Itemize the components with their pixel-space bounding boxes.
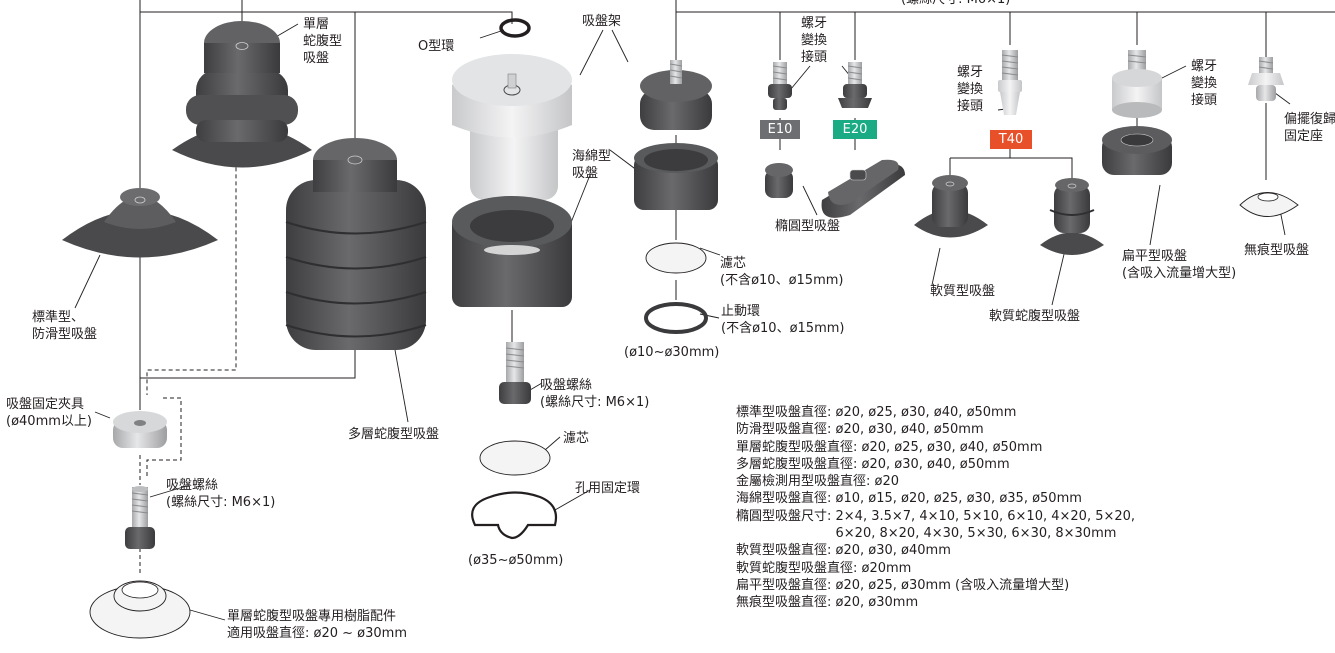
e10-adapter-drawing bbox=[768, 62, 792, 110]
e20-adapter-drawing bbox=[838, 62, 872, 108]
stop-ring-drawing bbox=[644, 302, 708, 334]
stop-ring-label: 止動環 (不含ø10、ø15mm) bbox=[721, 304, 845, 336]
spec-name: 軟質型吸盤直徑: bbox=[736, 543, 832, 559]
spec-row: 防滑型吸盤直徑: ø20, ø30, ø40, ø50mm bbox=[736, 421, 1135, 438]
holder-label: 吸盤架 bbox=[582, 14, 622, 29]
thread-adapter-t40-label: 螺牙 變換 接頭 bbox=[957, 65, 984, 114]
spec-row: 金屬檢測用型吸盤直徑: ø20 bbox=[736, 473, 1135, 490]
mid-screw-label: 吸盤螺絲 (螺絲尺寸: M6×1) bbox=[540, 378, 650, 410]
single-bellows-cup-label: 單層 蛇腹型 吸盤 bbox=[303, 17, 343, 66]
thread-adapter-flat-label: 螺牙 變換 接頭 bbox=[1191, 59, 1218, 108]
spec-value: ø20, ø30, ø40, ø50mm bbox=[831, 422, 984, 438]
swing-mount-drawing bbox=[1248, 57, 1284, 101]
thread-adapter-e-label: 螺牙 變換 接頭 bbox=[801, 16, 828, 65]
small-holder-drawing bbox=[640, 60, 712, 130]
sponge-cup-label: 海綿型 吸盤 bbox=[572, 149, 612, 181]
clamp-label: 吸盤固定夾具 (ø40mm以上) bbox=[6, 397, 92, 429]
flat-cup-drawing bbox=[1102, 126, 1172, 175]
spec-name: 軟質蛇腹型吸盤直徑: bbox=[736, 560, 858, 576]
snap-ring-label: 孔用固定環 bbox=[575, 481, 641, 496]
spec-name: 防滑型吸盤直徑: bbox=[736, 422, 832, 438]
spec-value: ø10, ø15, ø20, ø25, ø30, ø35, ø50mm bbox=[831, 491, 1082, 507]
spec-value: ø20, ø25, ø30mm (含吸入流量增大型) bbox=[831, 577, 1070, 593]
spec-row: 標準型吸盤直徑: ø20, ø25, ø30, ø40, ø50mm bbox=[736, 404, 1135, 421]
snap-ring-drawing bbox=[471, 491, 558, 540]
filter2-drawing bbox=[479, 440, 551, 476]
filter2-label: 濾芯 bbox=[563, 431, 590, 446]
spec-value: ø20, ø30mm bbox=[831, 595, 919, 611]
single-bellows-cup-drawing bbox=[172, 21, 312, 168]
spec-value: ø20 bbox=[870, 474, 900, 490]
spec-value: ø20, ø30, ø40mm bbox=[831, 543, 951, 559]
soft-cup-label: 軟質型吸盤 bbox=[930, 284, 996, 299]
spec-value: ø20, ø25, ø30, ø40, ø50mm bbox=[857, 439, 1043, 455]
spec-row: 軟質蛇腹型吸盤直徑: ø20mm bbox=[736, 560, 1135, 577]
spec-row: 軟質型吸盤直徑: ø20, ø30, ø40mm bbox=[736, 542, 1135, 559]
spec-row: 扁平型吸盤直徑: ø20, ø25, ø30mm (含吸入流量增大型) bbox=[736, 577, 1135, 594]
spec-value: ø20, ø25, ø30, ø40, ø50mm bbox=[831, 405, 1017, 420]
multi-bellows-cup-drawing bbox=[285, 138, 427, 350]
small-sponge-drawing bbox=[634, 143, 718, 210]
spec-name: 橢圓型吸盤尺寸: bbox=[736, 508, 832, 524]
spec-name: 多層蛇腹型吸盤直徑: bbox=[736, 456, 858, 472]
no-scar-cup-drawing bbox=[1239, 192, 1299, 217]
filter1-drawing bbox=[645, 242, 707, 274]
resin-accessory-drawing bbox=[89, 580, 191, 639]
spec-row: 無痕型吸盤直徑: ø20, ø30mm bbox=[736, 594, 1135, 611]
flat-adapter-drawing bbox=[1112, 50, 1162, 118]
spec-name: 扁平型吸盤直徑: bbox=[736, 577, 832, 593]
oval-cup-label: 橢圓型吸盤 bbox=[775, 219, 841, 234]
multi-bellows-cup-label: 多層蛇腹型吸盤 bbox=[348, 427, 440, 442]
spec-row: 橢圓型吸盤尺寸: 2×4, 3.5×7, 4×10, 5×10, 6×10, 4… bbox=[736, 508, 1135, 543]
top-screw-size-label: (螺絲尺寸: M6×1) bbox=[901, 0, 1010, 8]
spec-name: 標準型吸盤直徑: bbox=[736, 405, 832, 420]
t40-adapter-drawing bbox=[998, 50, 1022, 115]
soft-bellows-cup-drawing bbox=[1040, 178, 1104, 255]
clamp-drawing bbox=[113, 411, 167, 448]
spec-name: 金屬檢測用型吸盤直徑: bbox=[736, 474, 871, 490]
spec-value: ø20mm bbox=[857, 560, 912, 576]
o-ring-label: O型環 bbox=[418, 39, 455, 54]
standard-cup-drawing bbox=[62, 188, 218, 258]
spec-name: 無痕型吸盤直徑: bbox=[736, 595, 832, 611]
filter1-label: 濾芯 (不含ø10、ø15mm) bbox=[720, 256, 844, 288]
ring-size-label: (ø10~ø30mm) bbox=[624, 345, 720, 360]
tag-e20: E20 bbox=[833, 120, 877, 139]
spec-value: 2×4, 3.5×7, 4×10, 5×10, 6×10, 4×20, 5×20… bbox=[835, 508, 1136, 542]
soft-bellows-cup-label: 軟質蛇腹型吸盤 bbox=[989, 309, 1081, 324]
oval-large-drawing bbox=[821, 159, 905, 218]
mid-screw-drawing bbox=[499, 342, 531, 404]
spec-row: 多層蛇腹型吸盤直徑: ø20, ø30, ø40, ø50mm bbox=[736, 456, 1135, 473]
spec-row: 海綿型吸盤直徑: ø10, ø15, ø20, ø25, ø30, ø35, ø… bbox=[736, 490, 1135, 507]
swing-mount-label: 偏擺復歸 固定座 bbox=[1284, 112, 1335, 144]
standard-cup-label: 標準型、 防滑型吸盤 bbox=[32, 310, 98, 342]
spec-value: ø20, ø30, ø40, ø50mm bbox=[857, 456, 1010, 472]
resin-accessory-label: 單層蛇腹型吸盤專用樹脂配件 適用吸盤直徑: ø20 ~ ø30mm bbox=[227, 609, 407, 641]
left-screw-label: 吸盤螺絲 (螺絲尺寸: M6×1) bbox=[166, 478, 276, 510]
left-screw-drawing bbox=[125, 486, 155, 549]
sponge-cup-drawing bbox=[452, 196, 572, 307]
oval-small-drawing bbox=[765, 163, 793, 198]
flat-cup-label: 扁平型吸盤 (含吸入流量增大型) bbox=[1122, 249, 1237, 281]
tag-t40: T40 bbox=[990, 130, 1032, 149]
spec-name: 海綿型吸盤直徑: bbox=[736, 491, 832, 507]
tag-e10: E10 bbox=[760, 120, 800, 139]
o-ring-drawing bbox=[499, 18, 531, 38]
soft-cup-drawing bbox=[914, 175, 988, 238]
spec-name: 單層蛇腹型吸盤直徑: bbox=[736, 439, 858, 455]
no-scar-cup-label: 無痕型吸盤 bbox=[1244, 243, 1310, 258]
spec-row: 單層蛇腹型吸盤直徑: ø20, ø25, ø30, ø40, ø50mm bbox=[736, 439, 1135, 456]
big-holder-drawing bbox=[452, 54, 572, 200]
snap-ring-size-label: (ø35~ø50mm) bbox=[468, 553, 564, 568]
